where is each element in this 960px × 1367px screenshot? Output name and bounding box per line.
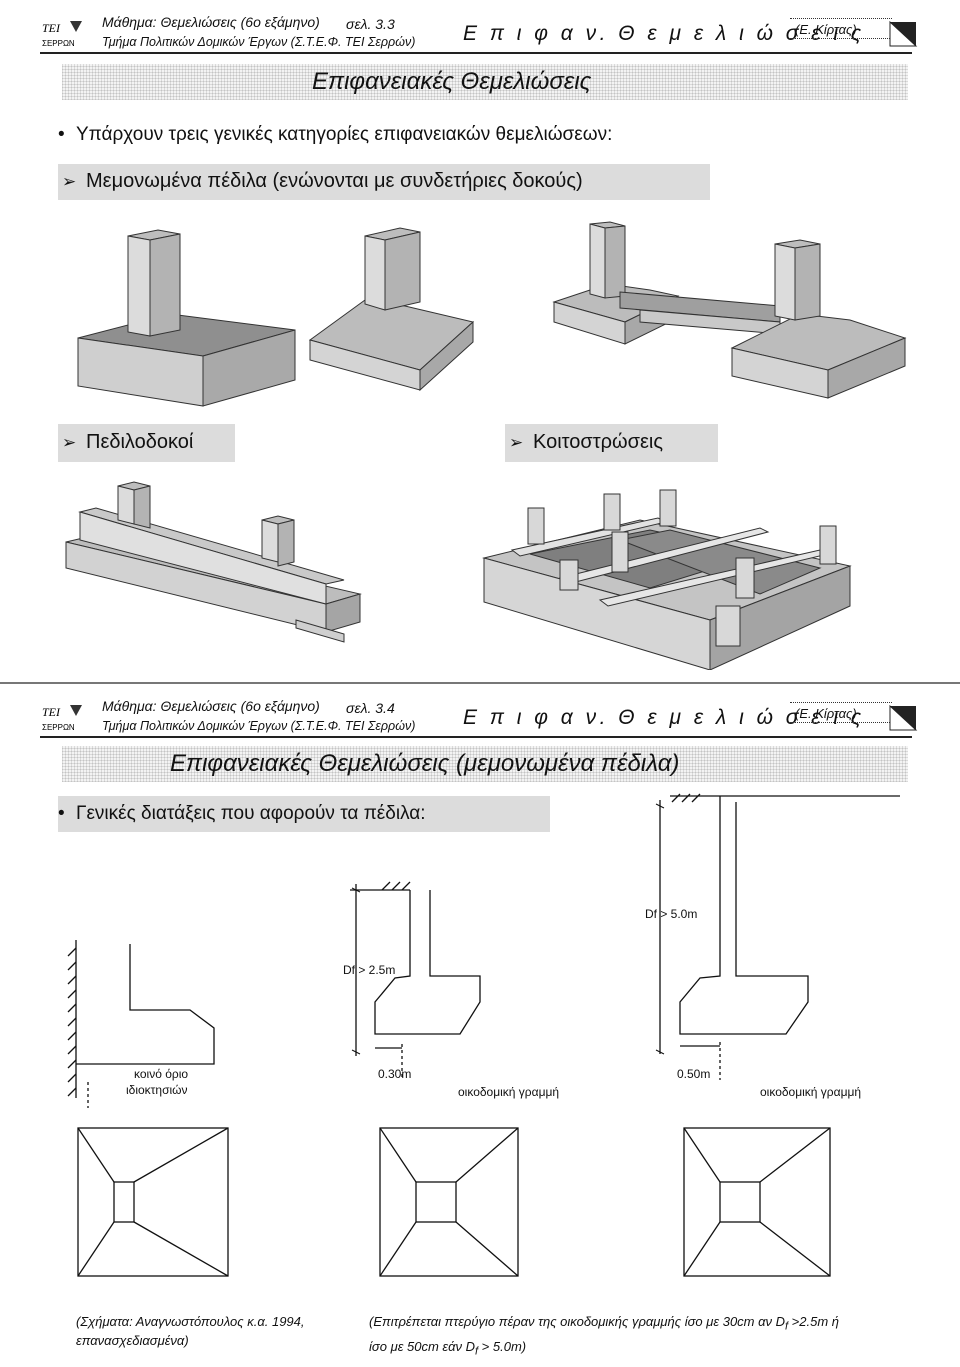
header-dotted-line [790,722,892,723]
caption-text: > 5.0m) [478,1338,527,1354]
arrow-bullet-icon: ➢ [62,172,77,191]
slide-3-3: ΤΕΙ ΣΕΡΡΩΝ Μάθημα: Θεμελιώσεις (6ο εξάμη… [0,0,960,682]
caption-subscript: f [475,1345,479,1358]
category-label: Κοιτοστρώσεις [533,431,663,453]
slide-title: Επιφανειακές Θεμελιώσεις (μεμονωμένα πέδ… [170,750,680,777]
category-box [58,424,235,462]
plan-view-left [77,1127,229,1277]
category-box [58,164,710,200]
bullet-item: • Υπάρχουν τρεις γενικές κατηγορίες επιφα… [58,124,612,146]
strip-footing [65,481,362,643]
bullet-text: Γενικές διατάξεις που αφορούν τα πέδιλα: [76,803,426,824]
header-rule [40,52,912,54]
category-box [505,424,718,462]
strip-and-raft-figure [65,481,852,670]
page-curl-icon [889,20,918,47]
svg-text:ΣΕΡΡΩΝ: ΣΕΡΡΩΝ [42,723,75,732]
caption-line: (Σχήματα: Αναγνωστόπουλος κ.α. 1994, [76,1314,305,1329]
bullet-box [58,796,550,832]
page-number: σελ. 3.3 [346,16,395,32]
plan-view-middle [379,1127,519,1277]
depth-label-50: Df > 5.0m [645,907,697,921]
slide-divider [0,682,960,684]
header-dotted-line [790,38,892,39]
author-name: (Ε. Κίρτας) [795,706,857,721]
caption-text: (Επιτρέπεται πτερύγιο πέραν της οικοδομι… [369,1314,786,1329]
svg-text:ΤΕΙ: ΤΕΙ [42,21,61,35]
slide-header: ΤΕΙ ΣΕΡΡΩΝ Μάθημα: Θεμελιώσεις (6ο εξάμη… [0,684,960,740]
department-name: Τμήμα Πολιτικών Δομικών Έργων (Σ.Τ.Ε.Φ. … [102,35,416,49]
bullet-item: • Γενικές διατάξεις που αφορούν τα πέδιλα… [58,803,426,825]
tei-serron-logo: ΤΕΙ ΣΕΡΡΩΝ [40,18,84,50]
tapered-footing [308,227,475,392]
header-dotted-line [790,18,892,19]
arrow-bullet-icon: ➢ [62,433,77,452]
department-name: Τμήμα Πολιτικών Δομικών Έργων (Σ.Τ.Ε.Φ. … [102,719,416,733]
category-label: Πεδιλοδοκοί [86,431,194,453]
topic-title: Ε π ι φ α ν. Θ ε μ ε λ ι ώ σ ε ι ς [463,22,865,45]
isolated-footings-figure [77,221,907,407]
footing-030-section [350,881,481,1078]
svg-text:ΤΕΙ: ΤΕΙ [42,705,61,719]
caption-line: επανασχεδιασμένα) [76,1333,189,1348]
category-strip-footings: ➢ Πεδιλοδοκοί [62,431,193,454]
page-number: σελ. 3.4 [346,700,395,716]
raft-foundation [482,489,852,670]
figure-source-caption: (Σχήματα: Αναγνωστόπουλος κ.α. 1994, επα… [76,1312,356,1350]
boundary-label-2: ιδιοκτησιών [126,1083,188,1097]
tei-serron-logo: ΤΕΙ ΣΕΡΡΩΝ [40,702,84,734]
bullet-dot-icon: • [58,124,65,145]
category-raft-foundations: ➢ Κοιτοστρώσεις [509,431,663,454]
boundary-footing-section [67,940,215,1108]
footing-050-section [655,793,900,1080]
category-label: Μεμονωμένα πέδιλα (ενώνονται με συνδετήρ… [86,170,583,192]
course-name: Μάθημα: Θεμελιώσεις (6ο εξάμηνο) [102,698,320,714]
caption-text: >2.5m ή [788,1314,839,1329]
raft-columns [527,489,837,647]
author-name: (Ε. Κίρτας) [795,22,857,37]
bullet-dot-icon: • [58,803,65,824]
header-rule [40,736,912,738]
slide-header: ΤΕΙ ΣΕΡΡΩΝ Μάθημα: Θεμελιώσεις (6ο εξάμη… [0,0,960,56]
caption-subscript: f [785,1320,789,1333]
svg-text:ΣΕΡΡΩΝ: ΣΕΡΡΩΝ [42,39,75,48]
slide-3-4: ΤΕΙ ΣΕΡΡΩΝ Μάθημα: Θεμελιώσεις (6ο εξάμη… [0,684,960,1367]
plan-view-right [683,1127,831,1277]
projection-rule-caption: (Επιτρέπεται πτερύγιο πέραν της οικοδομι… [369,1312,909,1361]
building-line-label-2: οικοδομική γραμμή [760,1085,861,1099]
footings-with-tie-beam [552,221,907,399]
title-banner [62,746,908,782]
page-curl-icon [889,704,918,731]
depth-label-25: Df > 2.5m [343,963,395,977]
building-line-label-1: οικοδομική γραμμή [458,1085,559,1099]
projection-030-label: 0.30m [378,1067,411,1081]
caption-line: (Επιτρέπεται πτερύγιο πέραν της οικοδομι… [369,1312,909,1337]
bullet-text: Υπάρχουν τρεις γενικές κατηγορίες επιφαν… [76,124,613,145]
caption-line: ίσο με 50cm εάν Df > 5.0m) [369,1337,909,1362]
course-name: Μάθημα: Θεμελιώσεις (6ο εξάμηνο) [102,14,320,30]
projection-050-label: 0.50m [677,1067,710,1081]
category-isolated-footings: ➢ Μεμονωμένα πέδιλα (ενώνονται με συνδετή… [62,170,583,193]
topic-title: Ε π ι φ α ν. Θ ε μ ε λ ι ώ σ ε ι ς [463,706,865,729]
caption-text: ίσο με 50cm εάν D [369,1338,476,1354]
boundary-label-1: κοινό όριο [134,1067,188,1081]
title-banner [62,64,908,100]
footing-provisions-drawing: Df > 2.5m Df > 5.0m κοινό όριο ιδιοκτησι… [67,793,900,1277]
arrow-bullet-icon: ➢ [509,433,524,452]
slide-title: Επιφανειακές Θεμελιώσεις [312,68,592,95]
block-footing [77,229,296,407]
header-dotted-line [790,702,892,703]
